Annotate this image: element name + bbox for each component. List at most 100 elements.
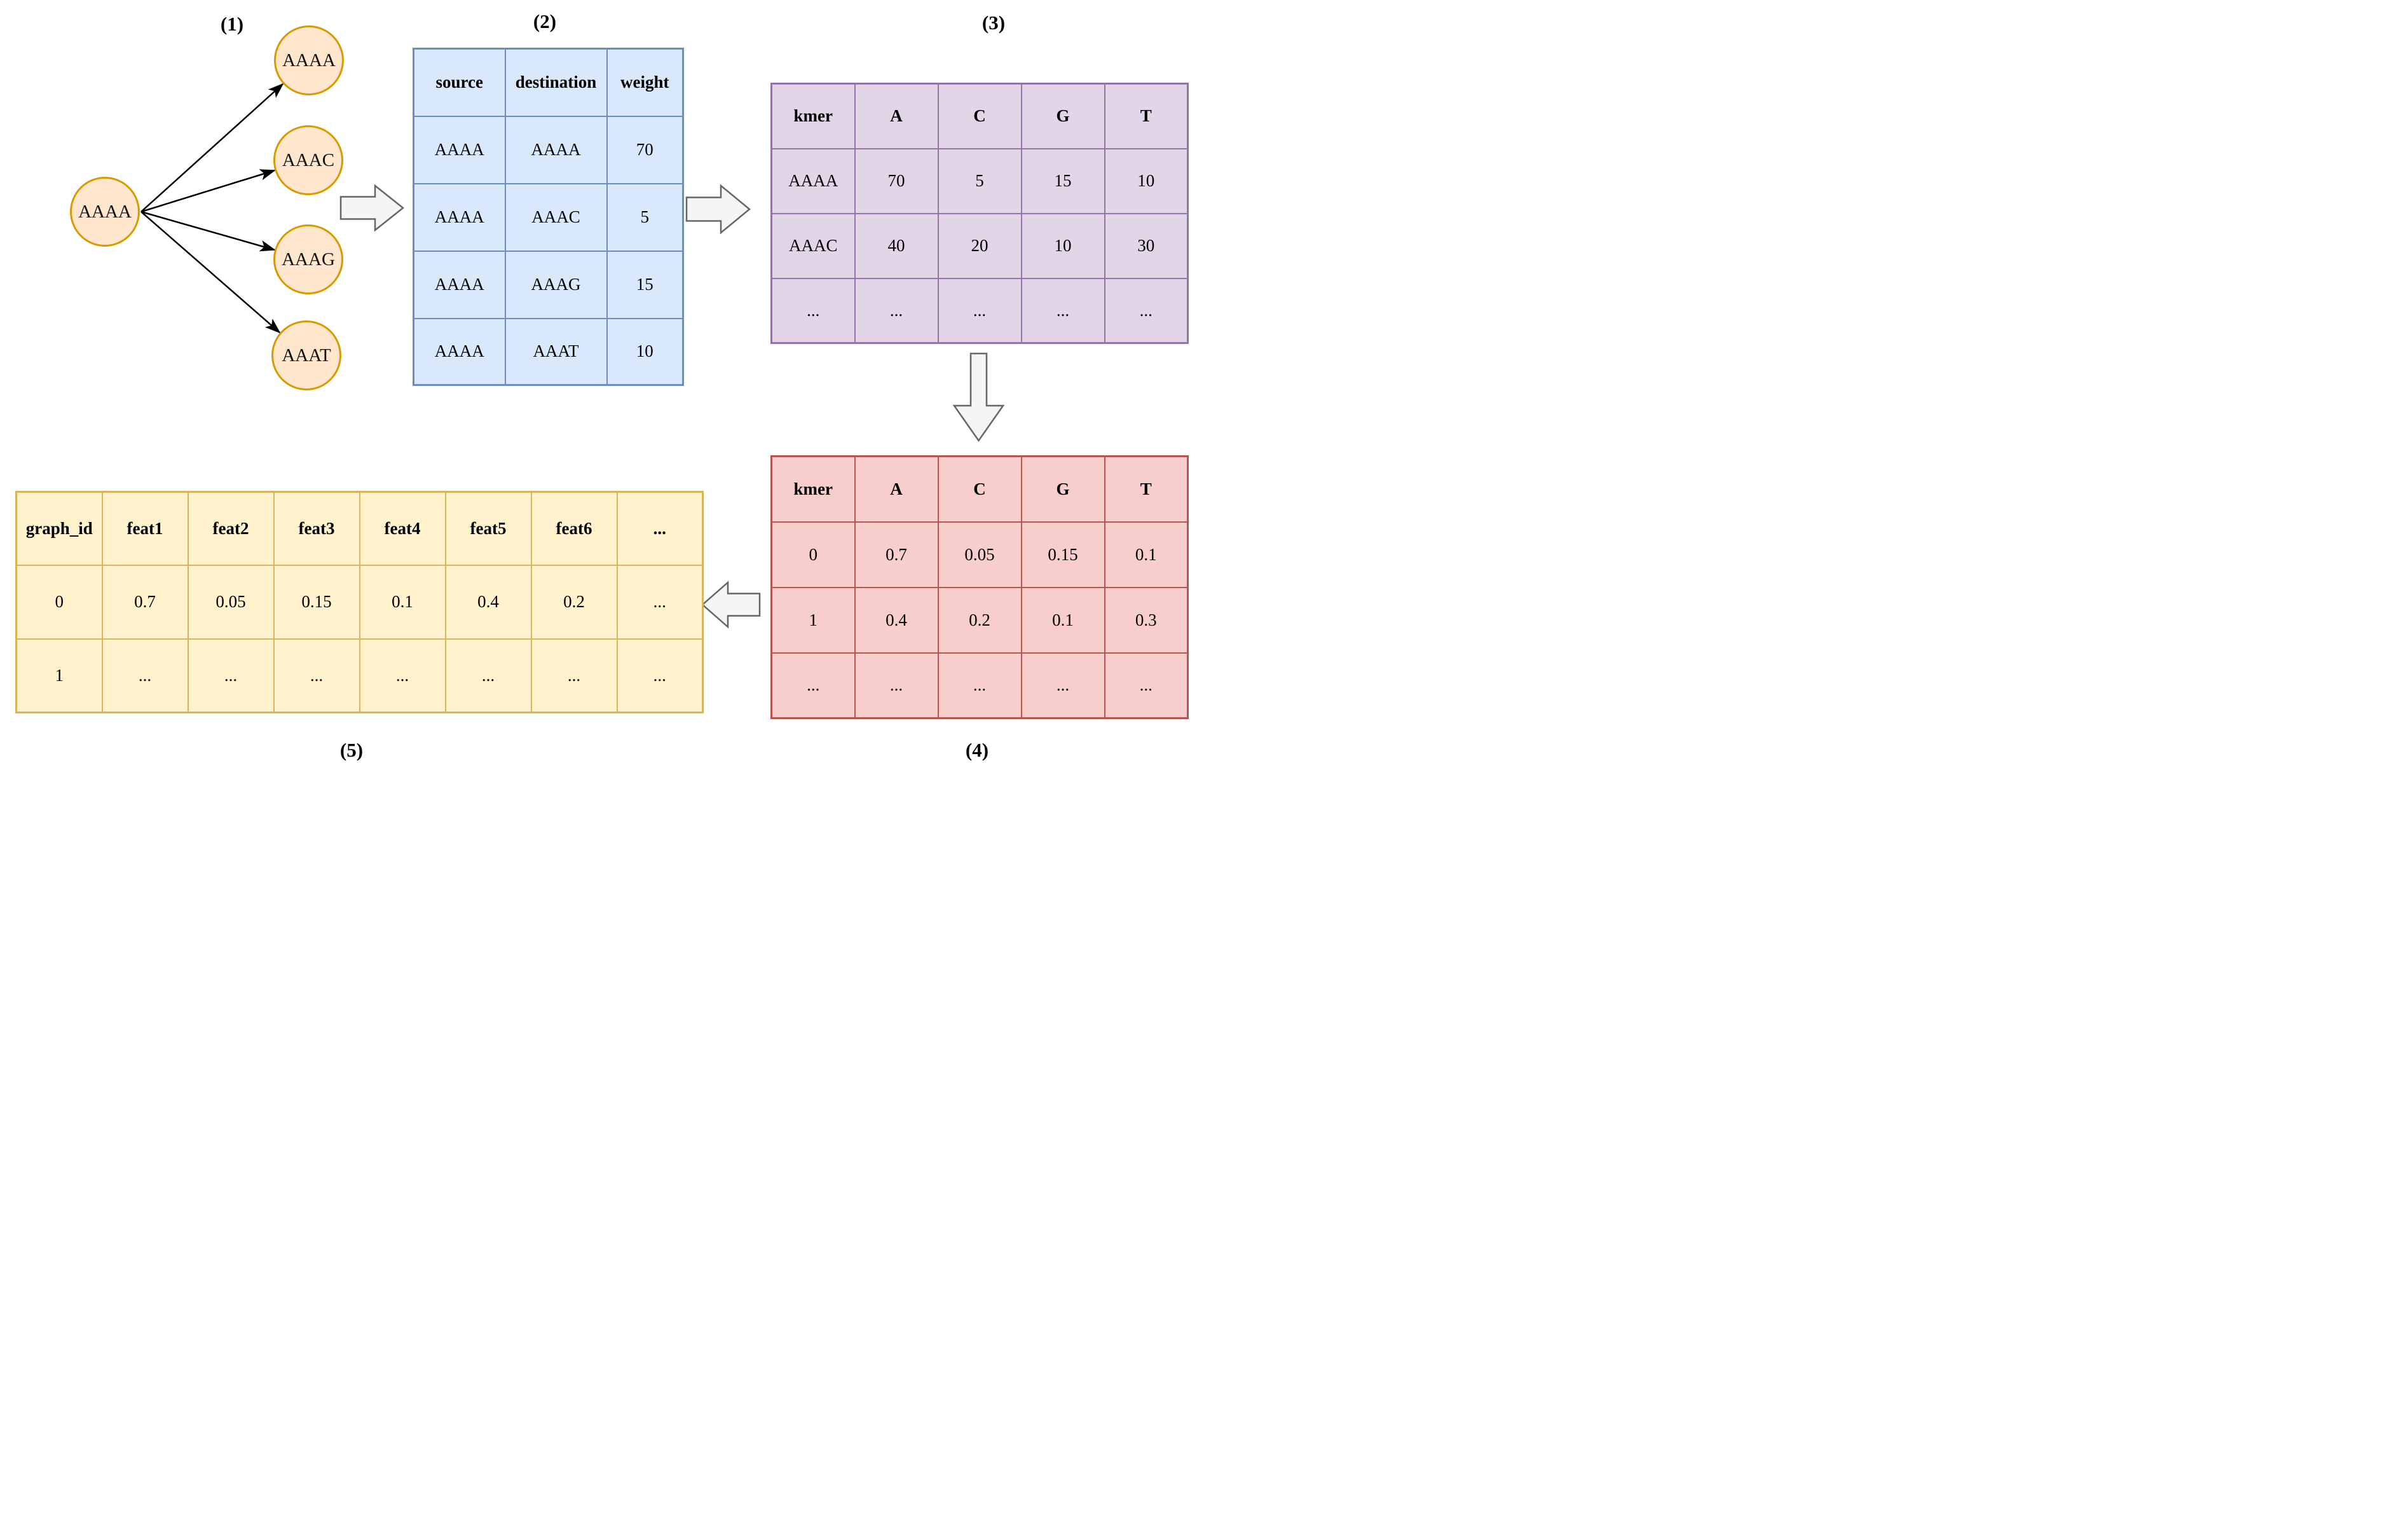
cell: ...	[770, 652, 856, 719]
flow-left-arrow-icon	[701, 581, 761, 629]
cell: ...	[101, 638, 189, 713]
cell: 0.05	[937, 521, 1022, 588]
column-header: G	[1020, 83, 1105, 149]
cell: AAAT	[504, 317, 608, 386]
flow-down-arrow-icon	[952, 352, 1005, 443]
cell: 15	[1020, 148, 1105, 214]
cell: 10	[606, 317, 684, 386]
graph-node-target: AAAA	[274, 25, 344, 95]
step-label-3: (3)	[982, 11, 1006, 34]
cell: 1	[770, 586, 856, 654]
cell: 0.1	[1104, 521, 1189, 588]
graph-node-target: AAAG	[273, 224, 343, 294]
cell: 0.2	[530, 564, 618, 640]
cell: AAAC	[504, 182, 608, 252]
column-header: feat1	[101, 491, 189, 566]
table-row: AAAC 40 20 10 30	[770, 212, 1189, 279]
cell: ...	[273, 638, 360, 713]
table-row: ... ... ... ... ...	[770, 652, 1189, 719]
table-row: AAAA AAAC 5	[413, 182, 684, 252]
cell: 1	[15, 638, 103, 713]
table-row: AAAA 70 5 15 10	[770, 148, 1189, 214]
kmer-graph-pipeline-diagram: (1) (2) (3) (4) (5) AAAA AAAA AAAC AAAG …	[0, 0, 1204, 770]
cell: 10	[1104, 148, 1189, 214]
edge-arrow	[140, 169, 276, 213]
column-header: kmer	[770, 455, 856, 523]
column-header: A	[854, 83, 939, 149]
graph-node-source: AAAA	[70, 177, 140, 247]
cell: 20	[937, 212, 1022, 279]
cell: 0.4	[444, 564, 532, 640]
step-label-1: (1)	[220, 13, 244, 35]
cell: 5	[937, 148, 1022, 214]
cell: 0	[15, 564, 103, 640]
edge-arrow	[140, 211, 281, 334]
table-row: 0 0.7 0.05 0.15 0.1 0.4 0.2 ...	[15, 564, 704, 640]
cell: ...	[1104, 277, 1189, 344]
cell: ...	[770, 277, 856, 344]
table-header-row: graph_id feat1 feat2 feat3 feat4 feat5 f…	[15, 491, 704, 566]
step-label-4: (4)	[965, 739, 989, 761]
step-label-5: (5)	[339, 739, 364, 761]
cell: AAAA	[413, 182, 506, 252]
column-header: feat6	[530, 491, 618, 566]
cell: AAAA	[413, 250, 506, 319]
cell: 0.15	[1020, 521, 1105, 588]
table-row: 0 0.7 0.05 0.15 0.1	[770, 521, 1189, 588]
table-header-row: source destination weight	[413, 48, 684, 117]
cell: 15	[606, 250, 684, 319]
cell: 0.2	[937, 586, 1022, 654]
column-header: ...	[616, 491, 704, 566]
cell: 0.4	[854, 586, 939, 654]
graph-feature-table: graph_id feat1 feat2 feat3 feat4 feat5 f…	[15, 491, 704, 713]
cell: 30	[1104, 212, 1189, 279]
cell: 0.05	[187, 564, 275, 640]
cell: ...	[444, 638, 532, 713]
cell: 0.1	[1020, 586, 1105, 654]
column-header: T	[1104, 83, 1189, 149]
table-header-row: kmer A C G T	[770, 455, 1189, 523]
cell: AAAG	[504, 250, 608, 319]
cell: 0.1	[359, 564, 446, 640]
cell: AAAA	[504, 115, 608, 184]
table-header-row: kmer A C G T	[770, 83, 1189, 149]
cell: ...	[937, 277, 1022, 344]
cell: 5	[606, 182, 684, 252]
cell: 0.3	[1104, 586, 1189, 654]
cell: ...	[616, 638, 704, 713]
cell: AAAC	[770, 212, 856, 279]
column-header: destination	[504, 48, 608, 117]
column-header: C	[937, 455, 1022, 523]
edge-list-table: source destination weight AAAA AAAA 70 A…	[413, 48, 684, 386]
graph-node-target: AAAC	[273, 125, 343, 195]
table-row: AAAA AAAG 15	[413, 250, 684, 319]
cell: ...	[530, 638, 618, 713]
table-row: 1 0.4 0.2 0.1 0.3	[770, 586, 1189, 654]
cell: 0.15	[273, 564, 360, 640]
cell: 0.7	[101, 564, 189, 640]
cell: 40	[854, 212, 939, 279]
cell: ...	[1104, 652, 1189, 719]
kmer-frequency-table: kmer A C G T 0 0.7 0.05 0.15 0.1 1 0.4 0…	[770, 455, 1189, 719]
column-header: feat3	[273, 491, 360, 566]
cell: 70	[606, 115, 684, 184]
column-header: source	[413, 48, 506, 117]
flow-right-arrow-icon	[339, 184, 405, 232]
column-header: feat5	[444, 491, 532, 566]
edge-arrow	[140, 83, 284, 212]
cell: 0.7	[854, 521, 939, 588]
cell: ...	[359, 638, 446, 713]
column-header: C	[937, 83, 1022, 149]
cell: AAAA	[770, 148, 856, 214]
flow-right-arrow-icon	[685, 184, 751, 235]
cell: 10	[1020, 212, 1105, 279]
cell: 0	[770, 521, 856, 588]
cell: ...	[854, 652, 939, 719]
cell: ...	[1020, 652, 1105, 719]
kmer-count-table: kmer A C G T AAAA 70 5 15 10 AAAC 40 20 …	[770, 83, 1189, 344]
cell: 70	[854, 148, 939, 214]
cell: AAAA	[413, 317, 506, 386]
column-header: G	[1020, 455, 1105, 523]
table-row: AAAA AAAA 70	[413, 115, 684, 184]
column-header: T	[1104, 455, 1189, 523]
